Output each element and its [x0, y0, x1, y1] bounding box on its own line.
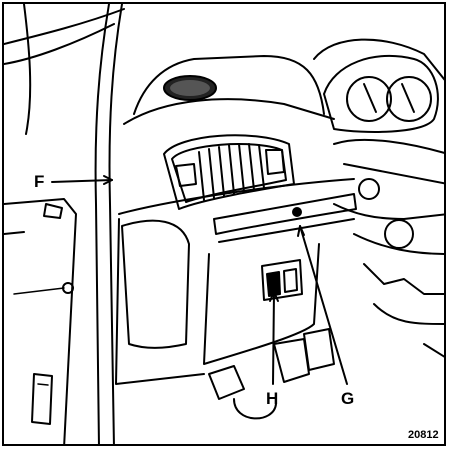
dashboard-illustration — [4, 4, 444, 444]
leader-lines — [51, 175, 348, 385]
lower-panel — [115, 178, 357, 385]
pedals — [208, 328, 335, 420]
steering-area — [313, 38, 444, 358]
callout-h: H — [266, 389, 279, 408]
callout-f: F — [34, 172, 45, 191]
callout-g: G — [341, 389, 355, 408]
door-frame — [4, 4, 125, 444]
air-vent — [163, 134, 295, 210]
figure-reference-code: 20812 — [408, 429, 439, 441]
diagram-frame: F G H 20812 — [2, 2, 446, 446]
dashboard-top — [123, 55, 335, 125]
